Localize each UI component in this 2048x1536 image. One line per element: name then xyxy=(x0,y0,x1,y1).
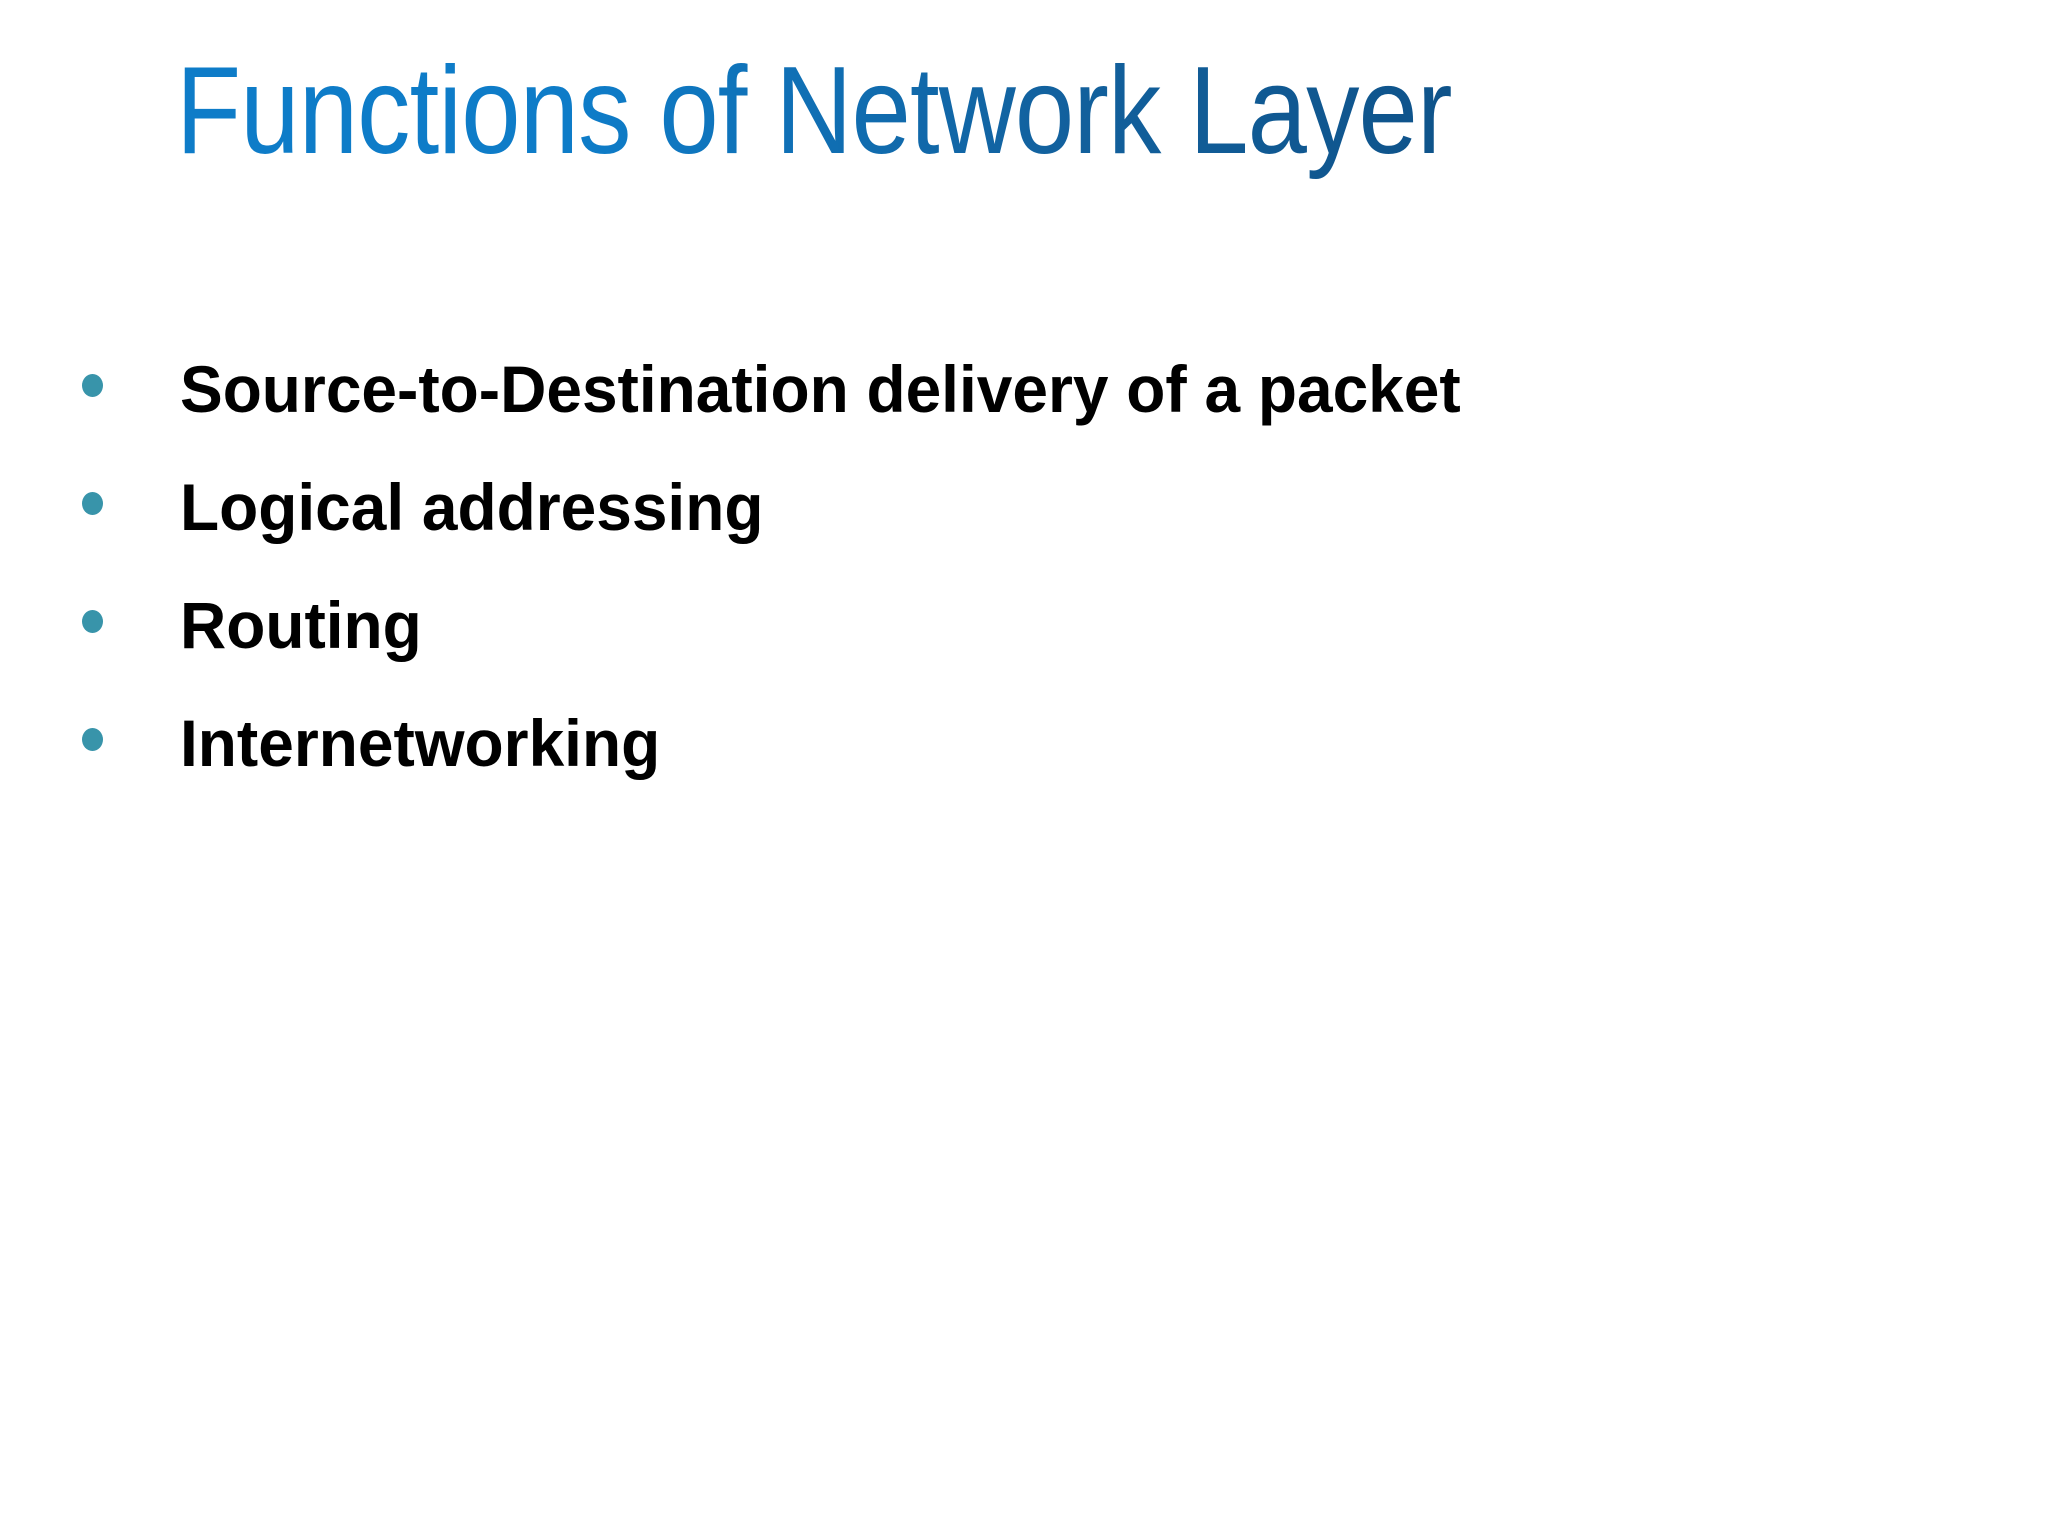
list-item[interactable]: Source-to-Destination delivery of a pack… xyxy=(60,330,1820,448)
page-title: Functions of Network Layer xyxy=(176,36,1638,186)
bullet-list: Source-to-Destination delivery of a pack… xyxy=(60,330,1820,802)
list-item-label: Logical addressing xyxy=(180,470,764,544)
bullet-dot-icon xyxy=(82,610,103,633)
list-item-label: Internetworking xyxy=(180,706,661,780)
list-item[interactable]: Internetworking xyxy=(60,684,1820,802)
bullet-dot-icon xyxy=(82,728,103,751)
bullet-dot-icon xyxy=(82,374,103,397)
list-item-label: Source-to-Destination delivery of a pack… xyxy=(180,352,1461,426)
list-item[interactable]: Routing xyxy=(60,566,1820,684)
bullet-dot-icon xyxy=(82,492,103,515)
list-item-label: Routing xyxy=(180,588,422,662)
list-item[interactable]: Logical addressing xyxy=(60,448,1820,566)
